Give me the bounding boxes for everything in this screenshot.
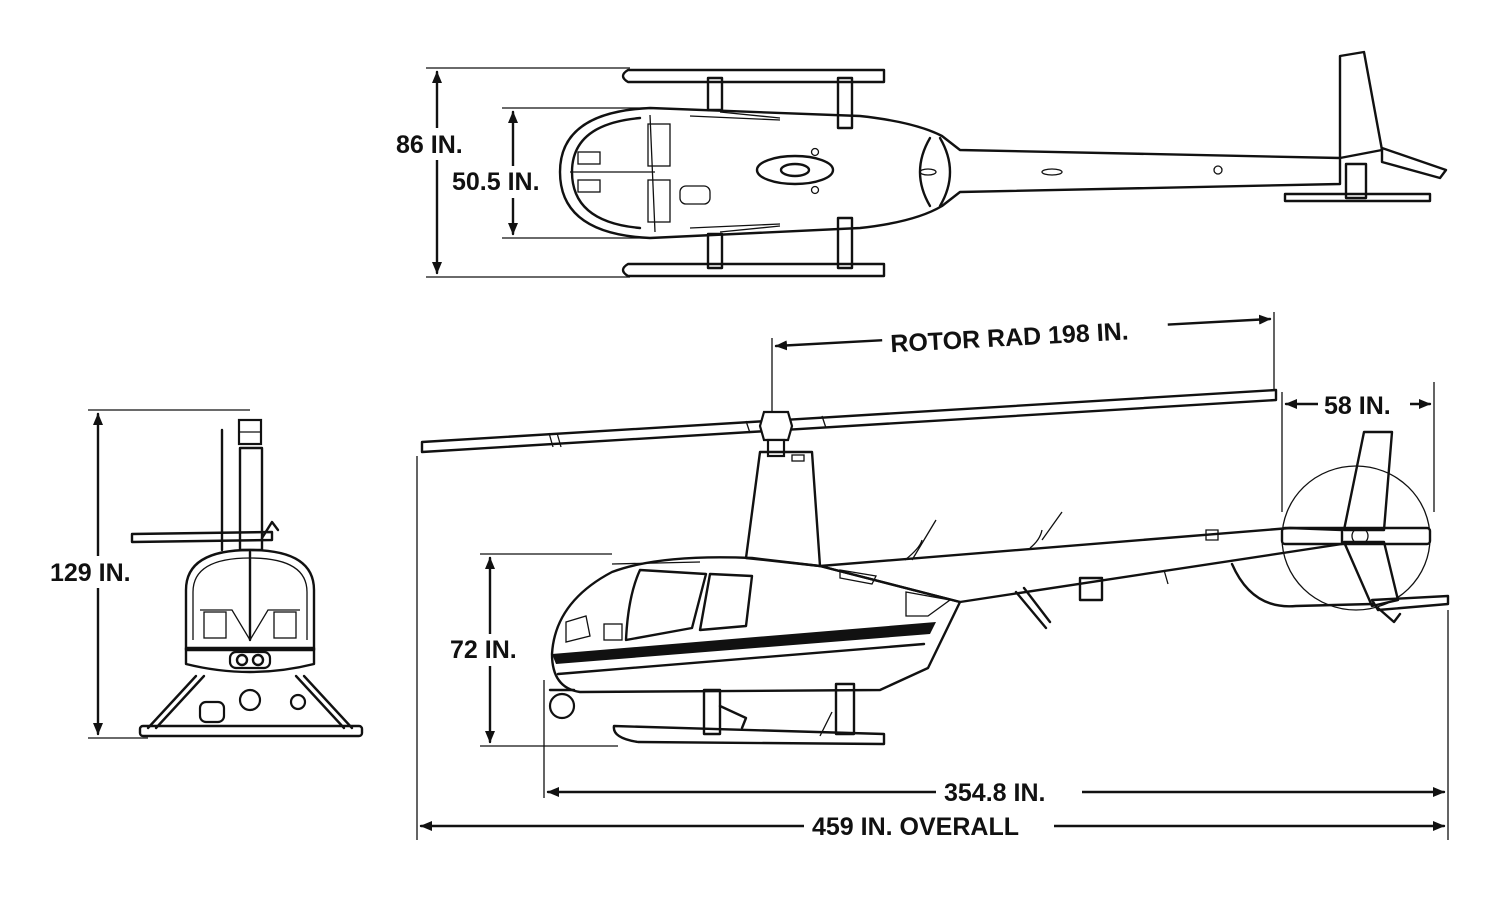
side-main-rotor-blade: [420, 388, 1278, 454]
top-skid-lower: [621, 216, 886, 278]
dim-label-354-8in: 354.8 IN.: [944, 779, 1045, 807]
dim-fuselage-length: 354.8 IN.: [543, 610, 1449, 808]
front-view: [130, 418, 364, 738]
front-mast-fairing: [238, 446, 264, 552]
dim-overall-length: 459 IN. OVERALL: [416, 456, 1449, 842]
front-skid-crosstube: [138, 724, 364, 738]
dim-rotor-radius: ROTOR RAD 198 IN.: [771, 308, 1275, 412]
front-tail-rotor-blade: [130, 530, 274, 544]
front-cabin: [184, 548, 316, 652]
dim-overall-height: 129 IN.: [46, 409, 250, 739]
side-fuselage: [550, 556, 962, 694]
dim-label-129in: 129 IN.: [50, 559, 131, 587]
side-rotor-head: [758, 410, 794, 442]
side-nose-camera: [548, 692, 576, 720]
dim-tail-rotor: 58 IN.: [1281, 382, 1435, 512]
side-view: [420, 388, 1450, 746]
side-skid: [612, 724, 886, 746]
top-fuselage: [558, 106, 1342, 240]
dim-label-86in: 86 IN.: [396, 131, 463, 159]
side-tail-rotor-blade: [1280, 526, 1432, 546]
side-vertical-fin: [1342, 430, 1394, 532]
side-mast-fairing: [744, 450, 822, 568]
dim-label-50-5in: 50.5 IN.: [452, 168, 540, 196]
dim-label-58in: 58 IN.: [1324, 392, 1391, 420]
dim-cabin-width: 50.5 IN.: [448, 107, 650, 239]
dim-skid-width: 86 IN.: [392, 67, 630, 278]
dim-cabin-height: 72 IN.: [446, 553, 618, 747]
dim-label-overall-length: 459 IN. OVERALL: [812, 813, 1019, 841]
dim-label-72in: 72 IN.: [450, 636, 517, 664]
top-view: [558, 50, 1448, 278]
side-tail-rotor-disc: [1281, 465, 1431, 611]
